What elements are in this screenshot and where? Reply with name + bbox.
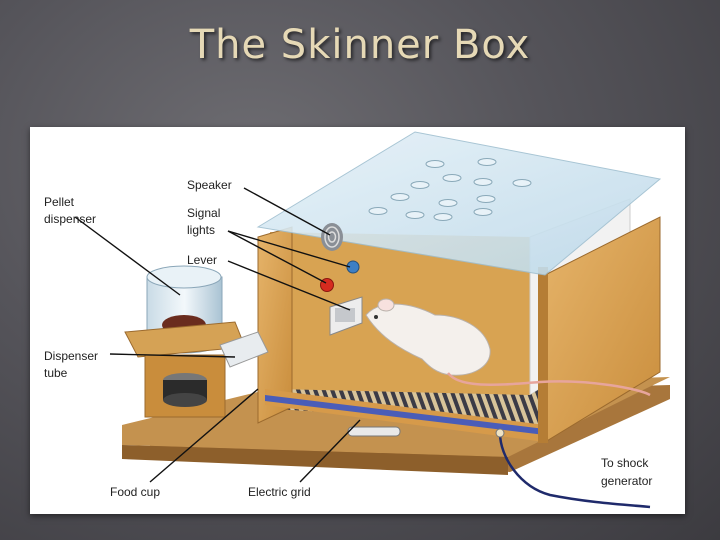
lid-air-holes [368, 158, 532, 221]
label-dispenser-tube-1: Dispenser [44, 349, 98, 363]
label-signal-lights-1: Signal [187, 206, 220, 220]
slide-title: The Skinner Box [189, 22, 531, 68]
dispenser-tube-leader [109, 353, 236, 358]
food-cup [163, 373, 207, 407]
label-dispenser-tube-2: tube [44, 366, 68, 380]
lever-leader [227, 260, 351, 311]
label-signal-lights-2: lights [187, 223, 215, 237]
base-board-front [122, 445, 508, 475]
signal-light-blue [346, 260, 360, 274]
speaker [321, 223, 343, 251]
skinner-box-illustration: Pellet dispenser Speaker Signal lights L… [44, 131, 670, 509]
pellet-dispenser-leader [74, 216, 181, 296]
skinner-box-diagram: Pellet dispenser Speaker Signal lights L… [30, 127, 685, 514]
rat [365, 298, 651, 397]
label-shock-generator-2: generator [601, 474, 652, 488]
food-cup-leader [149, 388, 259, 483]
label-pellet-dispenser-2: dispenser [44, 212, 96, 226]
lever [329, 296, 363, 336]
signal-leader-blue [227, 230, 351, 268]
label-speaker: Speaker [187, 178, 232, 192]
shock-cable [498, 432, 651, 509]
drawer-handle [347, 426, 401, 437]
glass-lid [256, 131, 662, 276]
label-shock-generator-1: To shock [601, 456, 649, 470]
label-food-cup: Food cup [110, 485, 160, 499]
speaker-leader [243, 187, 331, 236]
electric-grid-leader [299, 419, 361, 483]
dispenser-tube [219, 331, 269, 368]
signal-leader-red [227, 230, 327, 284]
label-lever: Lever [187, 253, 217, 267]
label-electric-grid: Electric grid [248, 485, 311, 499]
front-post-right [538, 267, 548, 443]
label-pellet-dispenser-1: Pellet [44, 195, 75, 209]
grid-edge-strip [265, 395, 545, 435]
